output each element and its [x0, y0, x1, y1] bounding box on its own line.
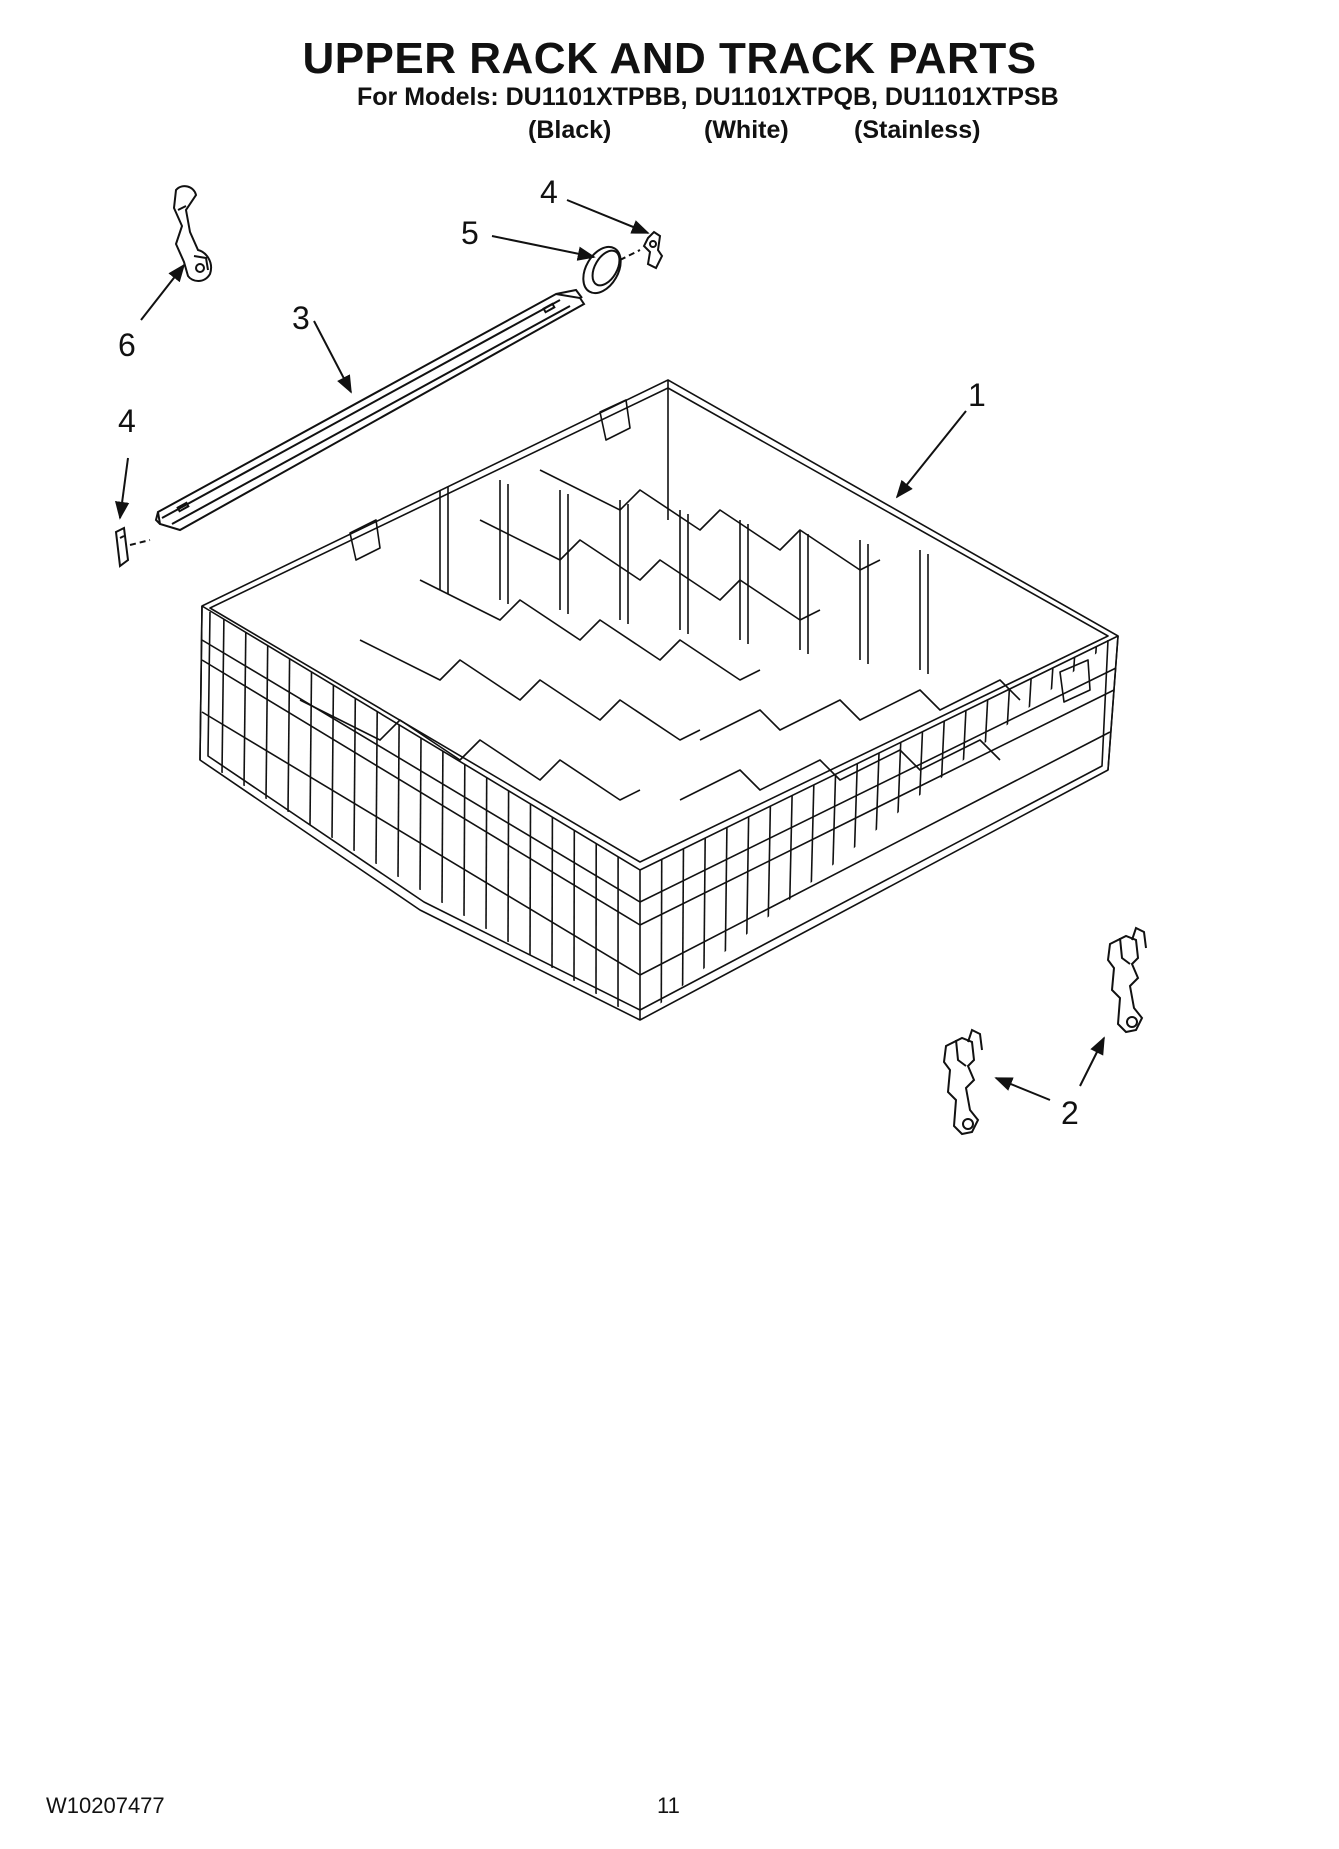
rack-tine: [499, 480, 509, 604]
models-line: For Models: DU1101XTPBB, DU1101XTPQB, DU…: [357, 83, 1059, 111]
rack-tine: [679, 510, 689, 634]
rack-wire: [1022, 678, 1032, 816]
callout-2: 2: [1061, 1095, 1079, 1131]
rack-wire: [419, 737, 422, 891]
color-stainless-label: (Stainless): [854, 116, 981, 144]
rack-clip-part-2-back: [1106, 926, 1147, 1034]
rack-wire: [529, 803, 532, 956]
track-wheel-part-5: [582, 245, 641, 295]
rack-tine: [799, 530, 809, 654]
rack-wire: [265, 645, 269, 800]
rack-wire: [979, 699, 989, 839]
callout-5: 5: [461, 215, 479, 251]
rack-tine: [619, 500, 629, 624]
rack-wire: [830, 774, 837, 918]
rack-wire: [243, 632, 247, 787]
callout-4-top: 4: [540, 174, 558, 210]
rack-wire: [915, 731, 924, 873]
page-number: 11: [657, 1793, 680, 1818]
rack-wire: [331, 685, 335, 839]
rack-wire: [788, 795, 793, 941]
rack-wire: [745, 816, 750, 964]
rack-wire: [809, 784, 815, 930]
rack-wire: [1043, 667, 1054, 805]
rack-wire: [287, 658, 291, 813]
rack-wire: [937, 721, 945, 861]
rack-wire: [463, 764, 466, 917]
rack-wire: [703, 838, 706, 986]
callout-4-left: 4: [118, 403, 136, 439]
end-cap-part-4-top: [642, 230, 664, 270]
rack-wire: [894, 742, 902, 884]
rack-wire: [681, 848, 685, 998]
color-black-label: (Black): [528, 116, 612, 144]
end-cap-part-4-left: [114, 526, 151, 568]
callout-leaders: [115, 199, 1105, 1101]
rack-wire: [724, 827, 728, 975]
rack-wire: [851, 763, 859, 907]
rack-wire: [958, 710, 967, 850]
rack-wire: [873, 752, 880, 896]
rack-wire: [375, 711, 378, 865]
page-title: UPPER RACK AND TRACK PARTS: [302, 34, 1037, 83]
rack-wire: [221, 619, 225, 774]
rack-adjuster-part-6: [172, 185, 212, 282]
rack-wire: [1064, 657, 1076, 793]
rack-tine: [559, 490, 569, 614]
rack-wire: [309, 671, 313, 826]
rack-wire: [507, 790, 510, 943]
rack-wire: [441, 751, 444, 904]
callout-1: 1: [968, 377, 986, 413]
rack-wire: [766, 806, 772, 952]
callout-3: 3: [292, 300, 310, 336]
rack-wire: [353, 698, 357, 852]
track-rail-part-3: [154, 288, 586, 532]
rack-clip-part-2-front: [942, 1028, 983, 1136]
rack-wire: [485, 777, 488, 930]
color-white-label: (White): [704, 116, 789, 144]
rack-tine: [859, 540, 869, 664]
callout-6: 6: [118, 327, 136, 363]
rack-wire: [1000, 689, 1011, 827]
upper-dish-rack-part-1: [199, 379, 1119, 1021]
document-number: W10207477: [46, 1793, 165, 1818]
rack-tine: [919, 550, 929, 674]
rack-wire: [397, 724, 400, 878]
